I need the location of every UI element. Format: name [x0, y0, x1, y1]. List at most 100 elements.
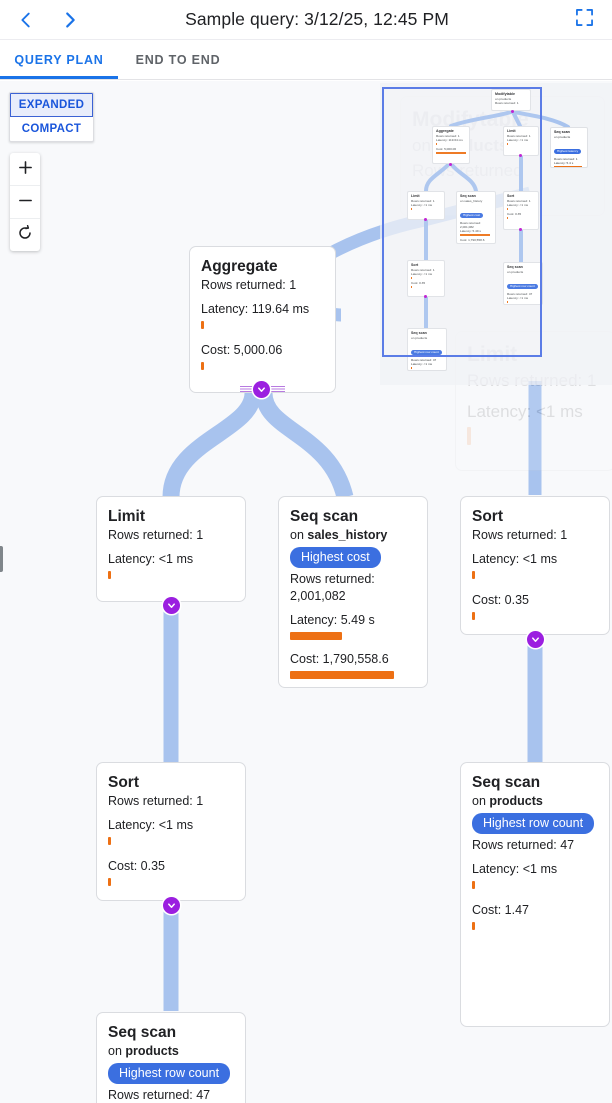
minimap-node-cost: Cost: 0.35 [411, 281, 426, 285]
cost-bar [290, 671, 394, 679]
vertical-scroll-indicator[interactable] [0, 546, 3, 572]
collapse-toggle-limit-top[interactable] [163, 597, 180, 614]
minimap-node-latency: Latency: <1 ms [411, 362, 433, 366]
chevron-down-icon [258, 387, 265, 392]
node-aggregate[interactable]: Aggregate Rows returned: 1 Latency: 119.… [189, 246, 336, 393]
fullscreen-button[interactable] [566, 2, 602, 38]
minimap-node-title: Seq scan [460, 194, 476, 198]
plus-icon [18, 160, 33, 179]
minimap-node-subtitle: on products [554, 134, 571, 139]
minimap-node-latency: Latency: <1 ms [411, 271, 433, 276]
node-latency: Latency: <1 ms [108, 818, 194, 832]
node-title: Sort [472, 508, 503, 525]
minimap-cost-bar [507, 217, 508, 220]
tab-query-plan[interactable]: QUERY PLAN [0, 40, 118, 79]
collapse-toggle-sort-bottom[interactable] [163, 897, 180, 914]
minimap-collapse-dot [424, 295, 427, 298]
minimap-edges [424, 110, 570, 330]
latency-bar [201, 321, 204, 329]
page-title: Sample query: 3/12/25, 12:45 PM [185, 9, 449, 29]
back-button[interactable] [8, 2, 44, 38]
zoom-out-button[interactable] [10, 185, 40, 218]
minus-icon [18, 193, 33, 212]
node-rows-returned: Rows returned: 1 [201, 278, 297, 292]
minimap-latency-bar [507, 301, 508, 304]
minimap-node-subtitle: on products [507, 269, 524, 274]
node-cost: Cost: 0.35 [472, 593, 529, 607]
minimap-node-rows: Rows returned: 1 [554, 156, 578, 161]
minimap-collapse-dot [519, 228, 522, 231]
node-latency: Latency: 119.64 ms [201, 302, 310, 316]
app-header: Sample query: 3/12/25, 12:45 PM [0, 0, 612, 40]
latency-bar [108, 837, 111, 845]
reset-icon [17, 224, 33, 245]
node-latency: Latency: 5.49 s [290, 613, 375, 627]
node-seq-scan-products-bottom[interactable]: Seq scan on products Highest row count R… [96, 1012, 246, 1103]
latency-bar [472, 881, 475, 889]
node-rows-returned: Rows returned: 1 [472, 528, 568, 542]
node-rows-returned: Rows returned: 1 [108, 528, 204, 542]
chevron-down-icon [532, 637, 539, 642]
chevron-left-icon [15, 9, 37, 31]
minimap-node-rows: Rows returned: 1 [495, 100, 519, 105]
status-badge-highest-cost: Highest cost [290, 547, 381, 568]
reset-zoom-button[interactable] [10, 218, 40, 251]
minimap-latency-bar [554, 166, 582, 167]
minimap-node-rows: Rows returned: 1 [507, 198, 531, 203]
minimap-node-rows: Rows returned: 47 [411, 357, 437, 362]
minimap-node-title: Seq scan [554, 130, 570, 134]
tab-end-to-end[interactable]: END TO END [135, 52, 221, 67]
node-title: Seq scan [108, 1024, 177, 1041]
view-mode-compact[interactable]: COMPACT [21, 123, 82, 135]
node-limit-top[interactable]: Limit Rows returned: 1 Latency: <1 ms [96, 496, 246, 602]
minimap-latency-bar [436, 143, 437, 145]
node-sort-bottom[interactable]: Sort Rows returned: 1 Latency: <1 ms Cos… [96, 762, 246, 901]
cost-bar [201, 362, 204, 370]
chevron-down-icon [168, 603, 175, 608]
minimap-node-subtitle: on products [411, 335, 428, 340]
minimap-latency-bar [411, 367, 412, 370]
query-plan-canvas[interactable]: Modifytable on products Rows returned Li… [0, 81, 612, 1103]
minimap-collapse-dot [519, 154, 522, 157]
node-title: Seq scan [290, 508, 359, 525]
node-title: Aggregate [201, 258, 278, 275]
minimap-node-latency: Latency: <1 ms [507, 296, 529, 300]
minimap-viewport-rect[interactable] [382, 87, 542, 357]
fullscreen-icon [575, 8, 593, 31]
node-seq-scan-products-right[interactable]: Seq scan on products Highest row count R… [460, 762, 610, 1027]
node-subtitle-table: on products [108, 1044, 179, 1058]
zoom-controls[interactable] [10, 153, 40, 251]
latency-bar [472, 571, 475, 579]
minimap-cost-bar [411, 286, 412, 289]
view-mode-expanded[interactable]: EXPANDED [10, 93, 93, 117]
node-seq-scan-sales-history[interactable]: Seq scan on sales_history Highest cost R… [278, 496, 428, 688]
view-mode-toggle[interactable]: EXPANDED COMPACT [9, 92, 94, 142]
minimap-node-latency: Latency: <1 ms [411, 202, 433, 207]
minimap-node-rows: Rows returned: 1 [436, 133, 460, 138]
node-latency: Latency: <1 ms [108, 552, 194, 566]
node-subtitle-table: on sales_history [290, 528, 388, 542]
node-cost: Cost: 5,000.06 [201, 343, 283, 357]
node-sort-top[interactable]: Sort Rows returned: 1 Latency: <1 ms Cos… [460, 496, 610, 635]
node-title: Seq scan [472, 774, 541, 791]
minimap-node-rows: Rows returned: 1 [411, 267, 435, 272]
collapse-toggle-aggregate[interactable] [253, 381, 270, 398]
status-badge-highest-row-count: Highest row count [108, 1063, 231, 1084]
chevron-right-icon [59, 9, 81, 31]
node-title: Sort [108, 774, 139, 791]
forward-button[interactable] [52, 2, 88, 38]
latency-bar [108, 571, 111, 579]
zoom-in-button[interactable] [10, 153, 40, 185]
minimap-node-rows: Rows returned: 47 [507, 291, 533, 296]
latency-bar [290, 632, 342, 640]
collapse-toggle-sort-top[interactable] [527, 631, 544, 648]
node-subtitle-table: on products [472, 794, 543, 808]
minimap-latency-bar [460, 234, 490, 237]
minimap-node-latency: Latency: 119.64 ms [436, 137, 463, 142]
minimap-latency-bar [507, 208, 508, 210]
